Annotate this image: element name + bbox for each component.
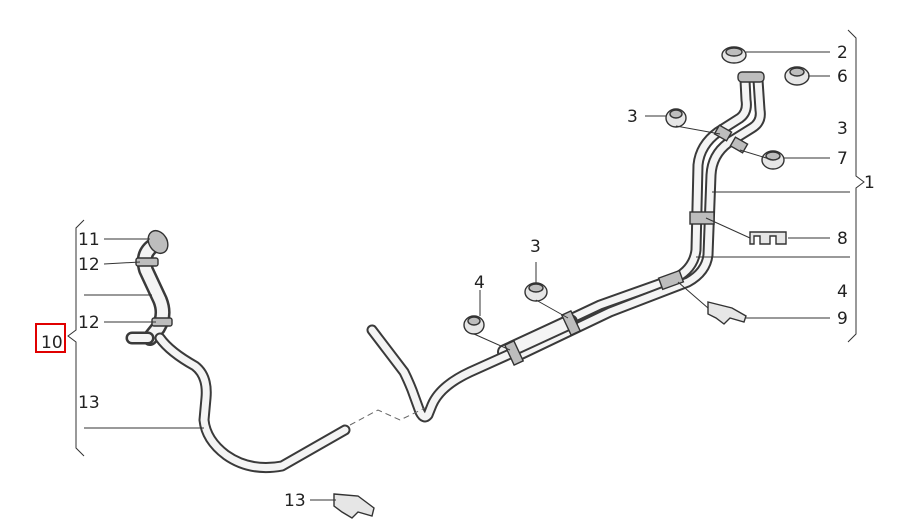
label-12-upper: 12 — [78, 255, 100, 275]
leader-lines — [84, 51, 850, 501]
label-10: 10 — [41, 333, 63, 353]
bracket-part-8 — [749, 231, 787, 245]
bracket-left — [67, 219, 85, 457]
label-3-upper-left: 3 — [627, 107, 638, 127]
label-13-left: 13 — [78, 393, 100, 413]
clamp-part-4 — [463, 315, 485, 335]
label-6: 6 — [837, 67, 848, 87]
label-7: 7 — [837, 149, 848, 169]
clamp-part-6 — [784, 66, 810, 86]
connection-dashed-line — [349, 407, 426, 426]
coolant-hose-left — [125, 229, 351, 474]
label-12-lower: 12 — [78, 313, 100, 333]
coolant-pipe-assembly — [366, 71, 766, 423]
label-3-upper-right: 3 — [837, 119, 848, 139]
label-8: 8 — [837, 229, 848, 249]
label-13-bottom: 13 — [284, 491, 306, 511]
label-4-right: 4 — [837, 282, 848, 302]
label-9: 9 — [837, 309, 848, 329]
highlight-box — [35, 323, 66, 353]
label-3-middle: 3 — [530, 237, 541, 257]
label-11: 11 — [78, 230, 100, 250]
label-4-middle: 4 — [474, 273, 485, 293]
clamp-part-3-middle — [524, 282, 548, 302]
label-2: 2 — [837, 43, 848, 63]
clamp-part-2 — [721, 46, 747, 64]
bracket-part-9 — [707, 301, 747, 325]
label-1: 1 — [864, 173, 875, 193]
bracket-right — [847, 29, 865, 343]
clamp-part-3-upper — [665, 108, 687, 128]
bracket-part-13 — [333, 493, 375, 519]
